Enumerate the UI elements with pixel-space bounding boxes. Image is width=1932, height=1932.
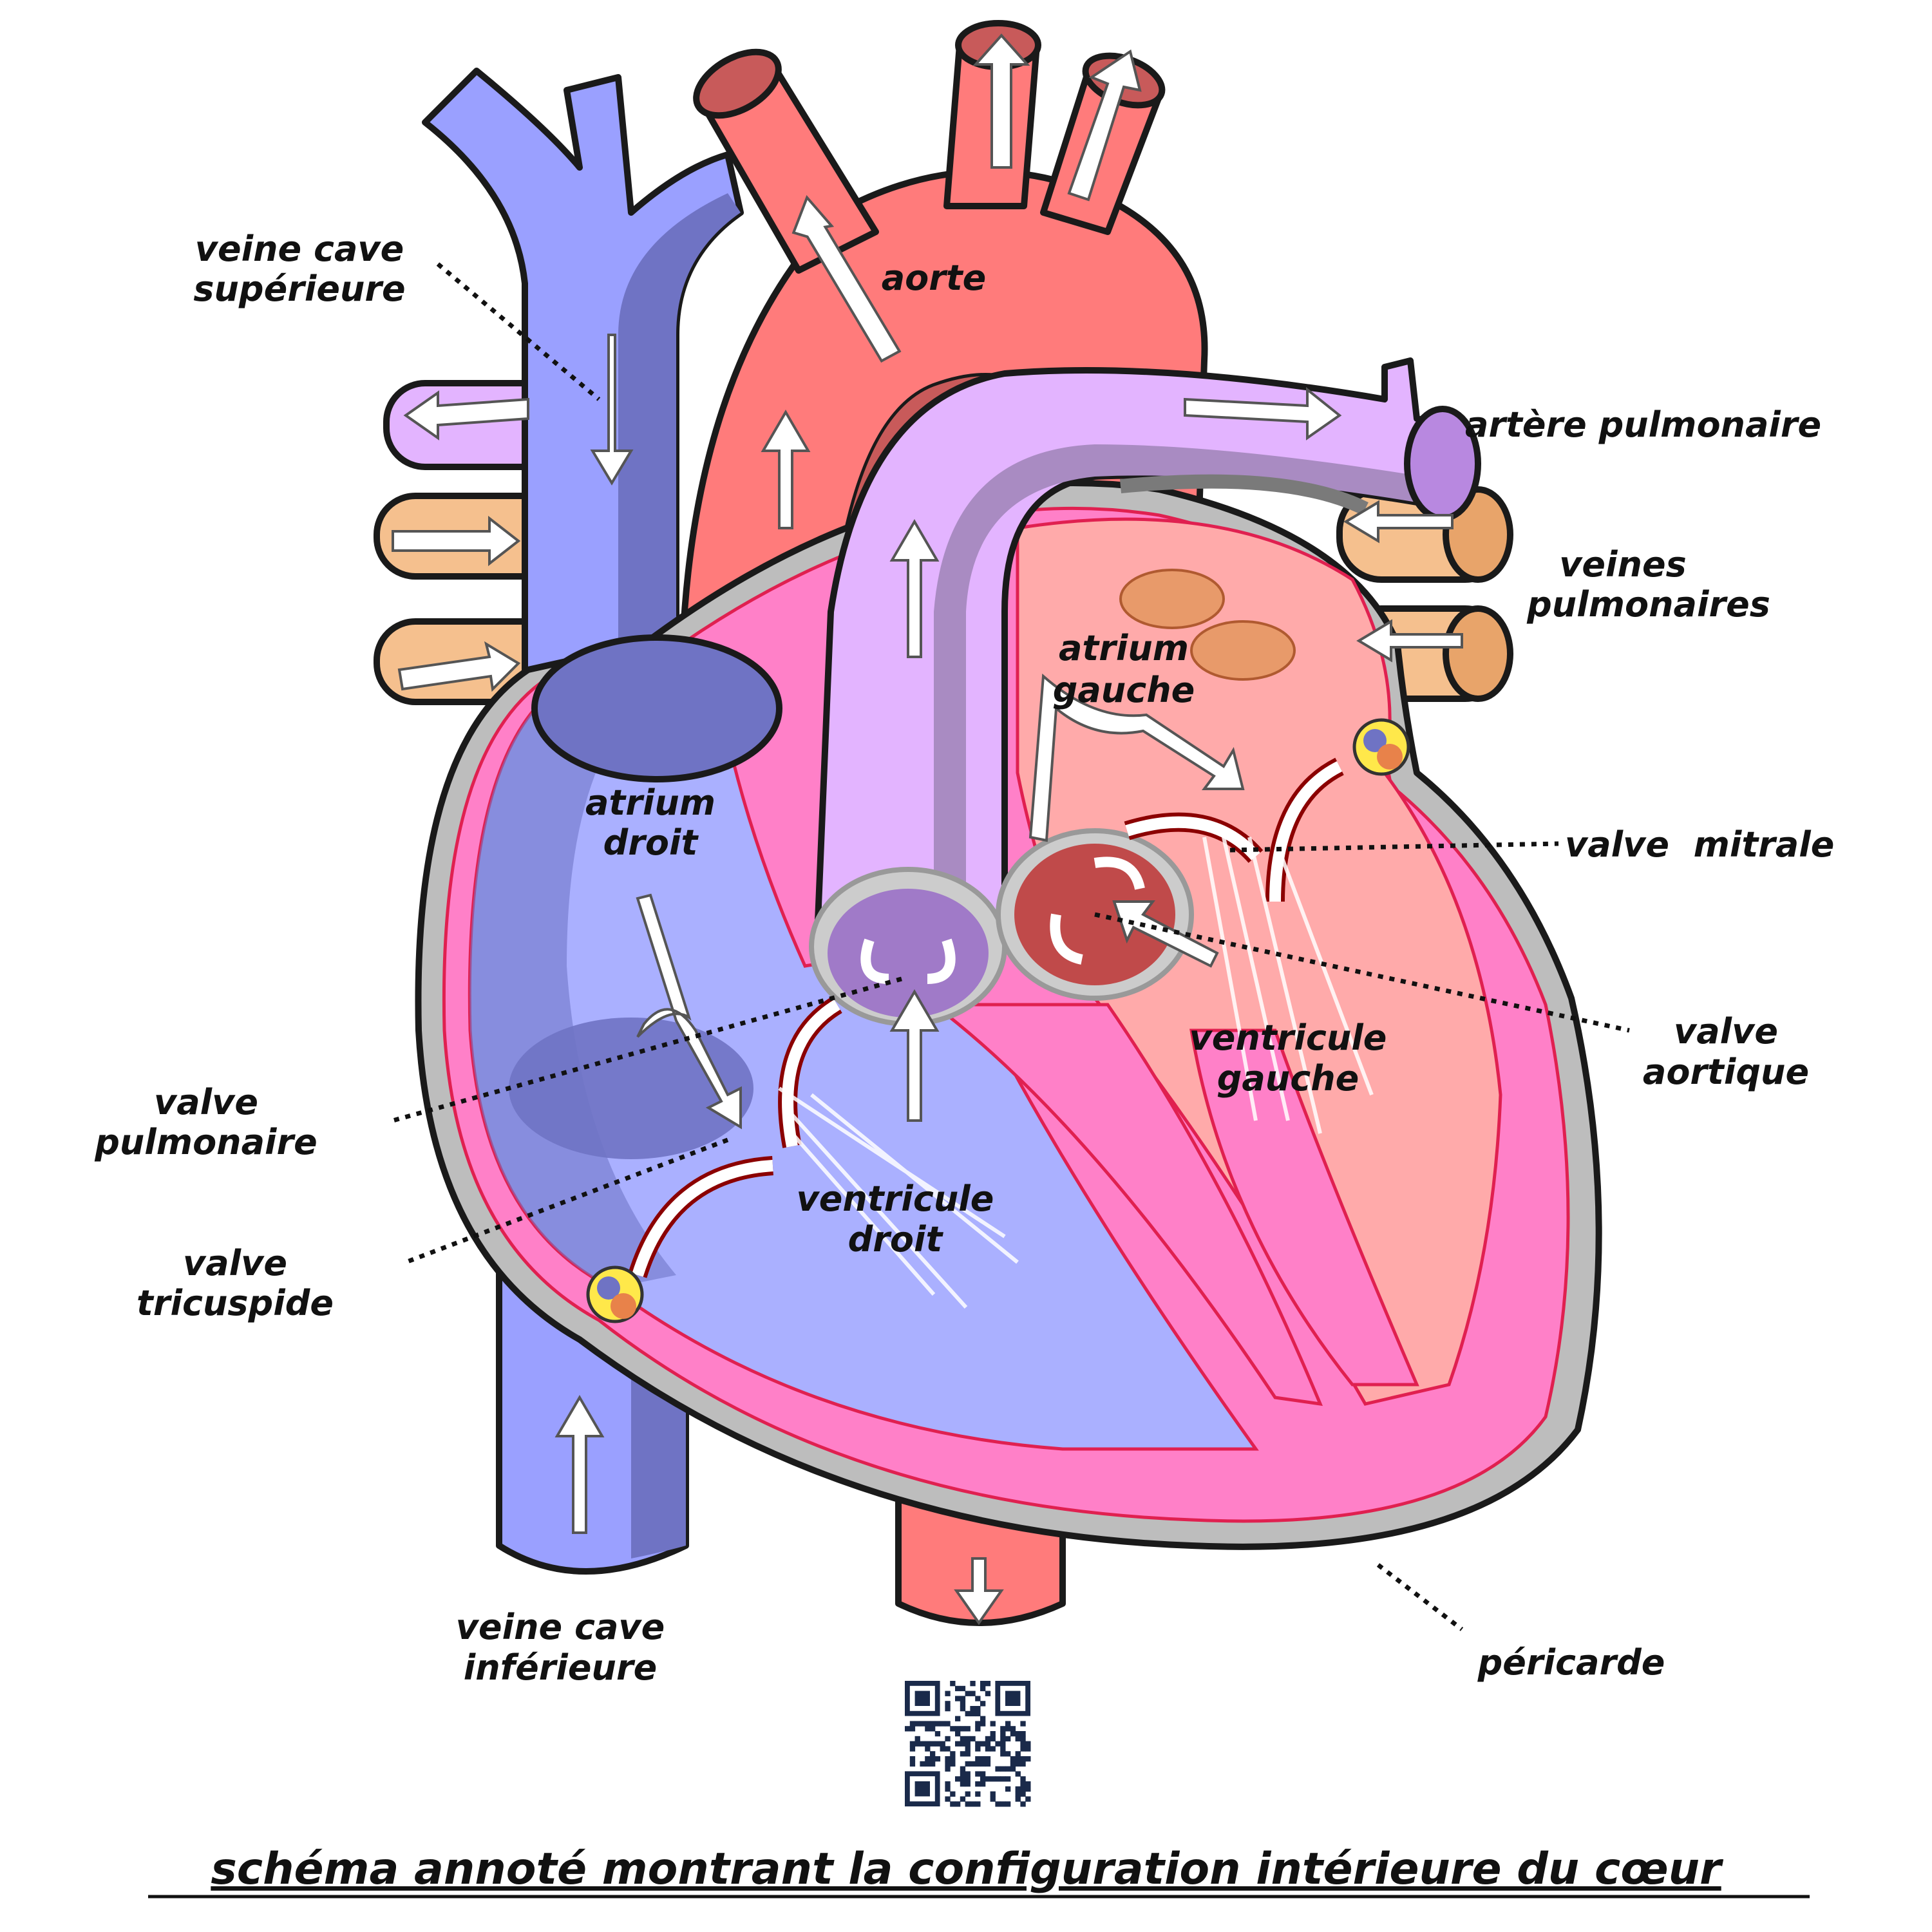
label-ventricule-droit-1: ventricule: [797, 1179, 994, 1219]
label-valve-tricuspide-2: tricuspide: [137, 1283, 334, 1323]
label-veine-cave-inferieure-2: inférieure: [464, 1647, 658, 1688]
label-veine-cave-inferieure-1: veine cave: [456, 1607, 665, 1647]
label-atrium-gauche-2: gauche: [1053, 670, 1195, 710]
tricuspide-valve: [628, 996, 1019, 1309]
label-atrium-gauche-1: atrium: [1059, 628, 1189, 668]
superior-vena-cava: [422, 68, 744, 673]
mitral-valve: [1124, 757, 1374, 1134]
label-veine-cave-superieure-1: veine cave: [195, 229, 404, 269]
label-valve-aortique-2: aortique: [1643, 1052, 1809, 1092]
label-ventricule-gauche-1: ventricule: [1189, 1018, 1387, 1058]
coronary-vessels: [586, 718, 1410, 1323]
leader-lines: [392, 262, 1630, 1631]
label-valve-pulmonaire-1: valve: [154, 1082, 258, 1122]
label-ventricule-droit-2: droit: [848, 1219, 944, 1260]
label-valve-mitrale: valve mitrale: [1565, 824, 1834, 865]
label-valve-aortique-1: valve: [1674, 1011, 1778, 1052]
label-artere-pulmonaire: artère pulmonaire: [1465, 404, 1821, 445]
label-veines-pulmonaires-2: pulmonaires: [1526, 584, 1770, 625]
label-valve-pulmonaire-2: pulmonaire: [94, 1122, 317, 1162]
label-pericarde: péricarde: [1477, 1642, 1665, 1683]
label-atrium-droit-1: atrium: [585, 782, 715, 823]
caption: schéma annoté montrant la configuration …: [211, 1844, 1724, 1895]
flow-arrows: [392, 33, 1463, 1625]
qr-code-icon[interactable]: [901, 1677, 1034, 1810]
pulmonary-valve: [809, 867, 1007, 1027]
label-veine-cave-superieure-2: supérieure: [193, 269, 405, 309]
label-veines-pulmonaires-1: veines: [1559, 544, 1687, 585]
label-aorte: aorte: [882, 258, 987, 298]
label-atrium-droit-2: droit: [603, 822, 699, 863]
label-valve-tricuspide-1: valve: [183, 1243, 287, 1283]
labels: veine cave supérieure aorte artère pulmo…: [94, 229, 1834, 1899]
label-ventricule-gauche-2: gauche: [1217, 1058, 1359, 1099]
